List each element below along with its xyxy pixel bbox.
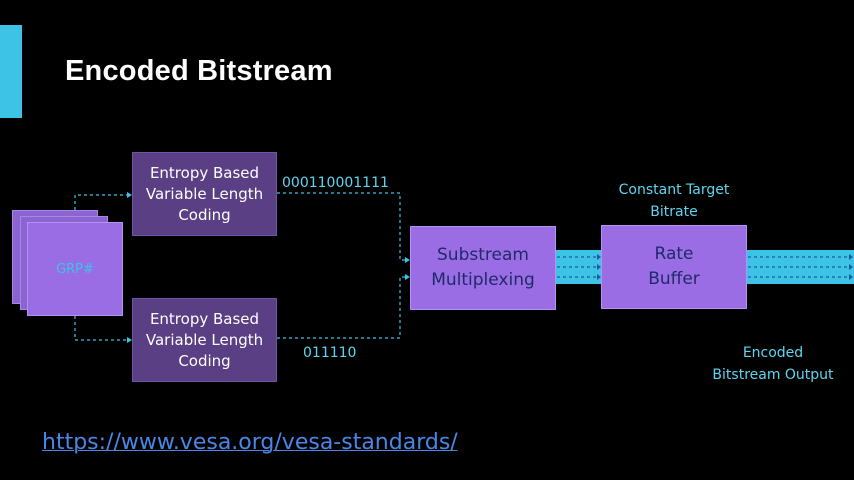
encoder-top-block: Entropy Based Variable Length Coding	[132, 152, 277, 236]
connector-arrowheads	[127, 192, 410, 343]
target-line1: Constant Target	[618, 182, 730, 198]
grp-block: GRP#	[27, 222, 123, 316]
vesa-standards-link[interactable]: https://www.vesa.org/vesa-standards/	[42, 430, 458, 455]
buffer-line1: Rate	[654, 244, 694, 264]
encoder-top-line2: Variable Length	[145, 184, 264, 203]
buffer-output-stream	[746, 250, 854, 284]
grp-to-encoder-bottom-line	[74, 316, 128, 341]
accent-bar	[0, 25, 22, 118]
target-line2: Bitrate	[650, 204, 698, 220]
encoder-top-to-mux-line	[277, 192, 406, 261]
encoder-bottom-line3: Coding	[178, 351, 231, 370]
stream-arrowheads	[597, 254, 853, 280]
output-line1: Encoded	[742, 345, 804, 361]
mux-line2: Multiplexing	[431, 270, 535, 290]
substream-multiplexing-block: Substream Multiplexing	[410, 226, 556, 310]
mux-line1: Substream	[437, 245, 529, 265]
stream-dash-lines	[557, 256, 852, 278]
encoder-bottom-to-mux-line	[277, 276, 406, 339]
constant-target-label: Constant Target Bitrate	[606, 179, 742, 223]
encoded-output-label: Encoded Bitstream Output	[700, 342, 846, 386]
slide-title: Encoded Bitstream	[65, 55, 333, 87]
encoder-bottom-block: Entropy Based Variable Length Coding	[132, 298, 277, 382]
buffer-line2: Buffer	[648, 269, 700, 289]
rate-buffer-block: Rate Buffer	[601, 225, 747, 309]
code-top-label: 000110001111	[282, 175, 389, 191]
output-line2: Bitstream Output	[712, 367, 834, 383]
code-bottom-label: 011110	[303, 345, 357, 361]
encoder-bottom-line2: Variable Length	[145, 330, 264, 349]
encoder-bottom-line1: Entropy Based	[149, 309, 260, 328]
encoder-top-line3: Coding	[178, 205, 231, 224]
encoder-top-line1: Entropy Based	[149, 163, 260, 182]
grp-label: GRP#	[56, 261, 94, 277]
